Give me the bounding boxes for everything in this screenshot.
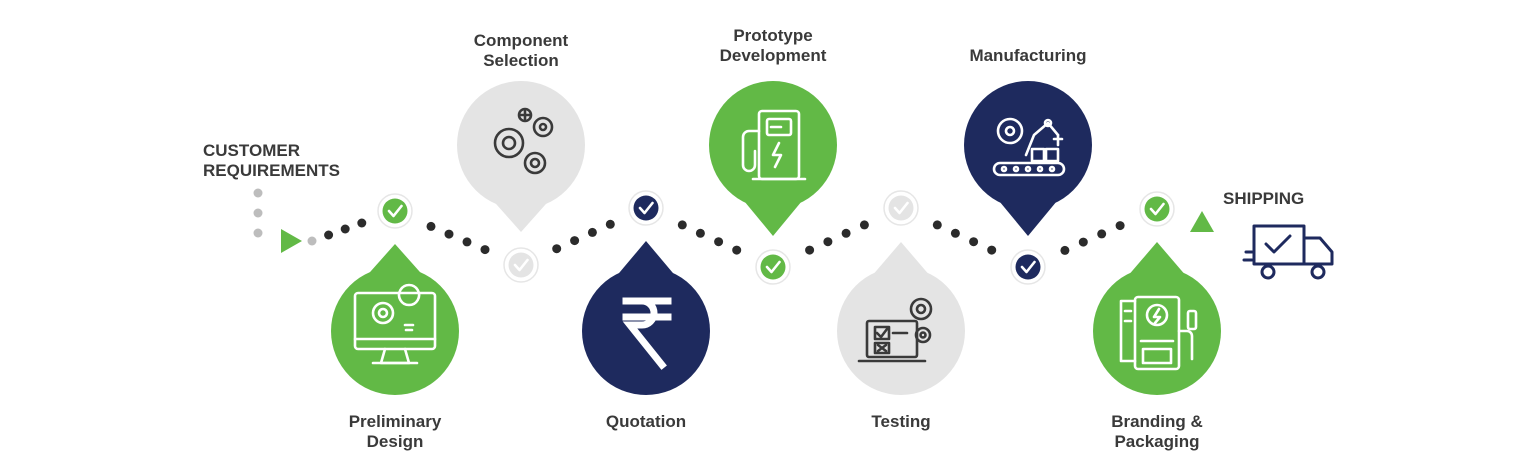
checkpoint-3 <box>628 190 664 226</box>
checkpoint-7 <box>1139 191 1175 227</box>
robot-arm-conveyor-icon <box>992 117 1066 177</box>
start-label: CUSTOMER REQUIREMENTS <box>203 141 340 180</box>
step-pin-7 <box>1093 242 1221 395</box>
step-pin-3 <box>582 241 710 395</box>
checkpoint-1 <box>377 193 413 229</box>
checkpoint-5 <box>883 190 919 226</box>
step-pin-1 <box>331 244 459 395</box>
step-pin-4 <box>709 81 837 236</box>
step-pin-5 <box>837 242 965 395</box>
start-connector <box>253 188 317 253</box>
checkpoint-2 <box>503 247 539 283</box>
end-label: SHIPPING <box>1223 189 1305 208</box>
checkpoint-6 <box>1010 249 1046 285</box>
monitor-gear-bulb-icon <box>353 283 437 365</box>
packaging-machine-icon <box>1119 295 1198 371</box>
laptop-checklist-icon <box>857 297 933 363</box>
rupee-icon <box>622 297 672 370</box>
checkmark-icon <box>513 258 529 272</box>
checkmark-icon <box>638 201 654 215</box>
gears-icon <box>493 107 554 175</box>
dotted-path <box>324 218 1125 255</box>
step-label-5: Testing <box>871 412 931 431</box>
checkpoint-4 <box>755 249 791 285</box>
step-label-3: Quotation <box>605 412 687 431</box>
checkmark-icon <box>893 201 909 215</box>
step-pin-2 <box>457 81 585 232</box>
step-pin-6 <box>964 81 1092 236</box>
checkmark-icon <box>387 204 403 218</box>
checkmark-icon <box>1020 260 1036 274</box>
charging-station-icon <box>741 109 807 181</box>
checkmark-icon <box>765 260 781 274</box>
checkmark-icon <box>1149 202 1165 216</box>
end-arrow-icon <box>1190 211 1214 232</box>
delivery-truck-icon <box>1242 224 1334 280</box>
step-label-7: Branding &Packaging <box>1111 412 1203 451</box>
step-label-6: Manufacturing <box>969 46 1087 65</box>
start-arrow-icon <box>281 229 302 253</box>
